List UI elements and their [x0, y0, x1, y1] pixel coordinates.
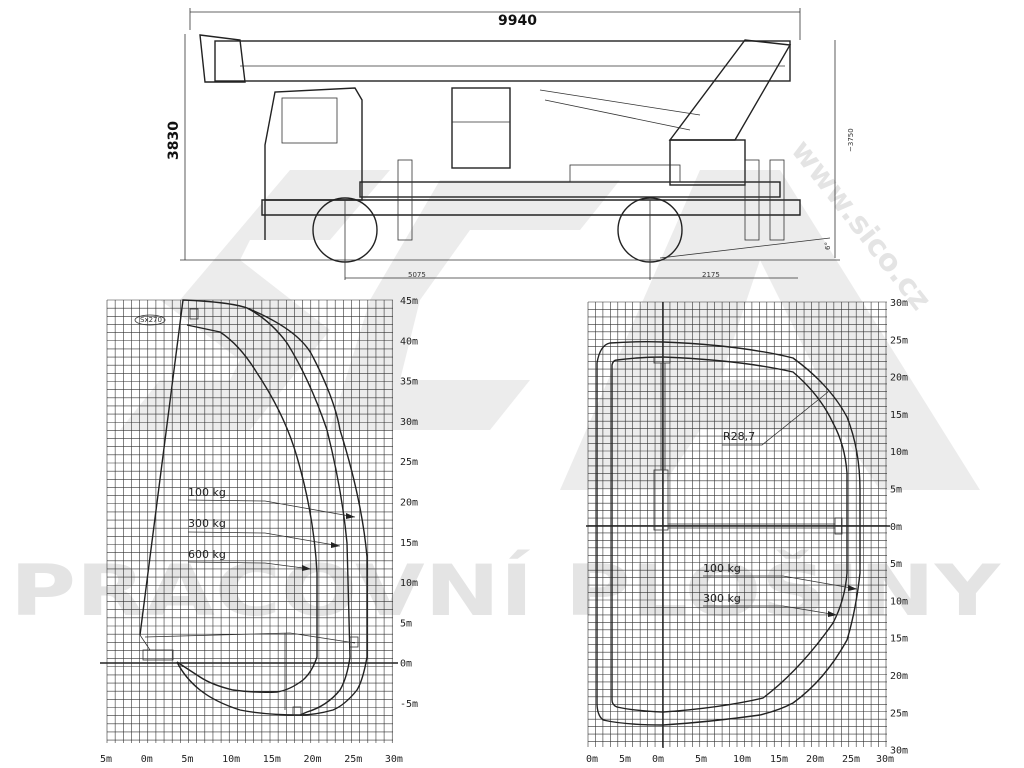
- tick-label: 15m: [400, 538, 418, 549]
- truck-side-view: 9940 3830 5075 2175 ~3750 6°: [166, 8, 855, 280]
- tick-label: 5m: [890, 559, 902, 570]
- tick-label: 10m: [400, 578, 418, 589]
- load-label-300kg: 300 kg: [188, 517, 226, 530]
- tick-label: 5m: [100, 754, 112, 765]
- watermark-banner: PRACOVNÍ PLOŠINY: [10, 550, 1002, 632]
- dim-rear-overhang: 2175: [702, 271, 720, 279]
- tick-label: 25m: [890, 708, 908, 719]
- side-reach-chart: Sx270 100 kg 300 kg 600 kg 5m 0m 5m 10m 15m 2…: [100, 296, 418, 765]
- tick-label: 10m: [733, 754, 751, 765]
- tick-label: 5m: [695, 754, 707, 765]
- tick-label: 10m: [890, 447, 908, 458]
- tick-label: 20m: [304, 754, 322, 765]
- tick-label: 15m: [770, 754, 788, 765]
- tick-label: 30m: [890, 746, 908, 757]
- dim-wheelbase: 5075: [408, 271, 426, 279]
- envelope-600kg: [176, 324, 318, 693]
- tick-label: 0m: [400, 659, 412, 670]
- dim-angle: 6°: [824, 242, 832, 250]
- tick-label: 20m: [890, 671, 908, 682]
- envelope-100kg-top: [596, 340, 861, 726]
- tick-label: 25m: [890, 335, 908, 346]
- tick-label: 0m: [586, 754, 598, 765]
- dim-height: 3830: [166, 121, 182, 160]
- dim-boom-height: ~3750: [847, 128, 855, 152]
- watermark: PRACOVNÍ PLOŠINY www.sico.cz: [10, 133, 1002, 632]
- load-label-100kg-top: 100 kg: [703, 562, 741, 575]
- tick-label: 0m: [141, 754, 153, 765]
- load-label-100kg: 100 kg: [188, 486, 226, 499]
- model-badge: [134, 314, 166, 326]
- tick-label: 20m: [806, 754, 824, 765]
- tick-label: 30m: [400, 417, 418, 428]
- tick-label: 10m: [222, 754, 240, 765]
- tick-label: 0m: [890, 522, 902, 533]
- envelope-300kg: [246, 307, 351, 716]
- tick-label: 30m: [876, 754, 894, 765]
- tick-label: 5m: [890, 485, 902, 496]
- tick-label: 5m: [400, 618, 412, 629]
- tick-label: 15m: [890, 634, 908, 645]
- tick-label: 25m: [400, 457, 418, 468]
- tick-label: 35m: [400, 377, 418, 388]
- tick-label: 0m: [652, 754, 664, 765]
- tick-label: 30m: [385, 754, 403, 765]
- tick-label: 15m: [263, 754, 281, 765]
- radius-label: R28,7: [723, 430, 755, 443]
- envelope-100kg: [139, 299, 368, 716]
- tick-label: 30m: [890, 298, 908, 309]
- tick-label: -5m: [400, 699, 418, 710]
- tick-label: 10m: [890, 596, 908, 607]
- tick-label: 5m: [181, 754, 193, 765]
- tick-label: 25m: [842, 754, 860, 765]
- tick-label: 5m: [619, 754, 631, 765]
- model-badge-text: Sx270: [140, 316, 162, 324]
- tick-label: 20m: [400, 498, 418, 509]
- top-reach-chart: R28,7 100 kg 300 kg 0m 5m 0m 5m 10m 15m 20m 25m…: [586, 298, 908, 765]
- tick-label: 40m: [400, 336, 418, 347]
- side-chart-grid: [106, 299, 393, 743]
- tick-label: 20m: [890, 373, 908, 384]
- dim-length: 9940: [498, 13, 537, 29]
- tick-label: 15m: [890, 410, 908, 421]
- tick-label: 45m: [400, 296, 418, 307]
- load-label-600kg: 600 kg: [188, 548, 226, 561]
- load-label-300kg-top: 300 kg: [703, 592, 741, 605]
- tick-label: 25m: [344, 754, 362, 765]
